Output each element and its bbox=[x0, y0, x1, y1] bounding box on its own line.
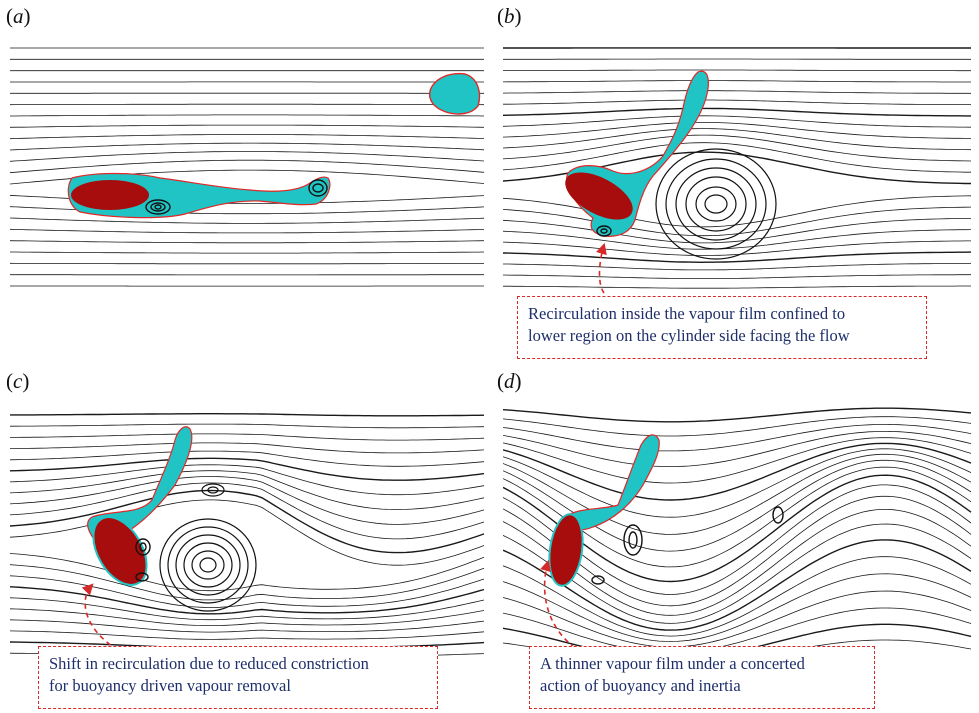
panel-b-streamline-plot bbox=[503, 38, 975, 296]
callout-d: A thinner vapour film under a concerted … bbox=[529, 646, 875, 709]
callout-b: Recirculation inside the vapour film con… bbox=[517, 296, 927, 359]
streamline bbox=[10, 151, 485, 162]
streamline bbox=[503, 134, 972, 162]
streamline bbox=[503, 251, 972, 264]
streamline bbox=[503, 453, 972, 535]
streamline bbox=[503, 431, 972, 467]
panel-c-bubble-interface bbox=[87, 426, 193, 586]
callout-c: Shift in recirculation due to reduced co… bbox=[38, 646, 438, 709]
streamline bbox=[503, 229, 972, 250]
streamline bbox=[503, 424, 972, 452]
panel-b-streamlines bbox=[503, 47, 972, 289]
callout-d-line1: A thinner vapour film under a concerted bbox=[540, 654, 805, 673]
streamline bbox=[503, 128, 972, 151]
streamline bbox=[10, 619, 485, 633]
streamline bbox=[10, 142, 485, 151]
streamline bbox=[503, 122, 971, 139]
streamline bbox=[503, 607, 972, 654]
streamline bbox=[10, 114, 485, 117]
streamline bbox=[503, 285, 971, 289]
streamline bbox=[503, 442, 972, 501]
streamline bbox=[503, 90, 971, 94]
streamline bbox=[10, 442, 485, 454]
streamline bbox=[10, 457, 485, 481]
streamline bbox=[503, 448, 972, 518]
callout-c-line1: Shift in recirculation due to reduced co… bbox=[49, 654, 369, 673]
streamline bbox=[10, 433, 485, 441]
streamline bbox=[10, 228, 485, 234]
streamline bbox=[503, 539, 972, 631]
streamline bbox=[10, 450, 485, 467]
streamline bbox=[503, 99, 971, 105]
streamline bbox=[503, 142, 971, 173]
streamline bbox=[503, 509, 972, 616]
streamline bbox=[503, 590, 972, 648]
streamline bbox=[503, 523, 972, 624]
streamline bbox=[10, 134, 485, 140]
panel-a-bubble-interface bbox=[67, 72, 481, 219]
panel-a-streamlines bbox=[10, 47, 485, 287]
streamline bbox=[503, 115, 972, 128]
streamline bbox=[503, 240, 971, 256]
panel-label-d: (d) bbox=[497, 369, 522, 393]
streamline bbox=[503, 107, 971, 117]
streamline bbox=[503, 69, 971, 72]
streamline bbox=[10, 586, 485, 615]
streamline bbox=[503, 274, 971, 279]
streamline bbox=[10, 124, 485, 128]
panel-c-streamline-plot bbox=[10, 405, 489, 663]
panel-b-vortex bbox=[655, 148, 777, 260]
streamline bbox=[503, 195, 972, 228]
streamline bbox=[503, 218, 971, 244]
streamline bbox=[10, 470, 485, 510]
cylinder bbox=[548, 513, 584, 587]
streamline bbox=[10, 489, 485, 554]
streamline bbox=[10, 159, 485, 174]
streamline bbox=[503, 495, 972, 607]
streamline bbox=[503, 556, 972, 637]
streamline bbox=[10, 464, 485, 496]
streamline bbox=[10, 251, 485, 254]
cylinder bbox=[565, 172, 633, 220]
streamline bbox=[503, 206, 972, 237]
streamline bbox=[10, 476, 485, 525]
panel-d-vortex bbox=[591, 506, 784, 585]
streamline bbox=[10, 423, 485, 429]
callout-d-line2: action of buoyancy and inertia bbox=[540, 676, 741, 695]
cylinder bbox=[71, 180, 149, 210]
panel-label-b: (b) bbox=[497, 4, 522, 28]
streamline bbox=[503, 80, 971, 83]
streamline bbox=[10, 217, 485, 224]
streamline bbox=[10, 564, 485, 601]
panel-d-bubble-interface bbox=[548, 434, 660, 587]
panel-label-a: (a) bbox=[6, 4, 31, 28]
streamline bbox=[503, 573, 972, 642]
streamline bbox=[10, 262, 484, 265]
vapour-film bbox=[564, 434, 660, 531]
streamline bbox=[10, 553, 485, 592]
streamline bbox=[503, 437, 972, 484]
callout-b-line1: Recirculation inside the vapour film con… bbox=[528, 304, 846, 323]
callout-b-line2: lower region on the cylinder side facing… bbox=[528, 326, 850, 345]
panel-c-streamlines bbox=[10, 413, 485, 658]
streamline bbox=[10, 103, 485, 106]
streamline bbox=[503, 263, 971, 271]
panel-c-vortex bbox=[159, 483, 257, 612]
detached-bubble bbox=[428, 72, 481, 115]
callout-c-line2: for buoyancy driven vapour removal bbox=[49, 676, 291, 695]
streamline bbox=[503, 407, 972, 423]
panel-d-streamline-plot bbox=[503, 405, 975, 663]
panel-b-bubble-interface bbox=[565, 70, 709, 237]
panel-label-c: (c) bbox=[6, 369, 30, 393]
streamline bbox=[10, 597, 485, 621]
streamline bbox=[10, 482, 485, 540]
panel-a-streamline-plot bbox=[10, 38, 489, 296]
streamline bbox=[10, 630, 485, 640]
streamline bbox=[10, 240, 485, 244]
streamline bbox=[503, 416, 972, 437]
streamline bbox=[10, 413, 485, 417]
